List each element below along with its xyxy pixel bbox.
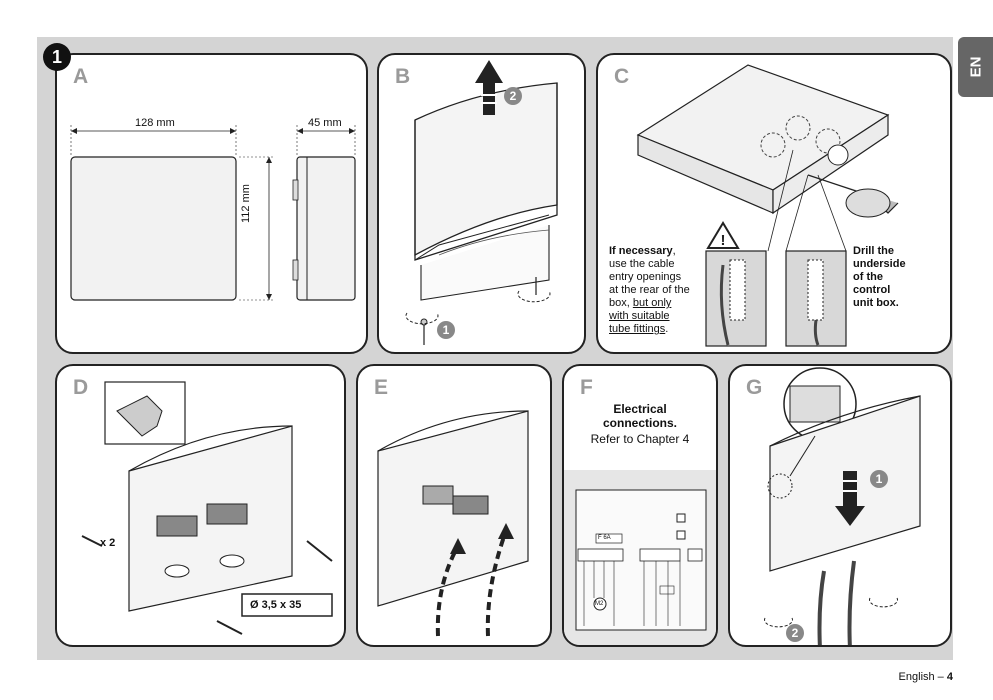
step-1-circle: 1 bbox=[870, 470, 888, 488]
quantity-label: x 2 bbox=[100, 537, 116, 549]
page-footer: English – 4 bbox=[899, 671, 953, 683]
panel-g: G 1 2 bbox=[728, 364, 952, 647]
footer-language: English – bbox=[898, 671, 944, 683]
panel-g-letter: G bbox=[746, 376, 763, 399]
wiring-diagram bbox=[564, 470, 716, 645]
drill-instruction: Drill the underside of the control unit … bbox=[853, 245, 906, 309]
cable-routing-illustration bbox=[377, 410, 529, 637]
wall-mounting-illustration bbox=[81, 381, 333, 635]
panel-b-letter: B bbox=[395, 65, 411, 88]
electrical-title-line1: Electrical bbox=[613, 402, 667, 416]
panel-d: D x 2 Ø 3,5 x 35 bbox=[55, 364, 346, 647]
svg-text:!: ! bbox=[721, 232, 726, 249]
screw-spec-label: Ø 3,5 x 35 bbox=[250, 599, 302, 611]
chapter-reference: Refer to Chapter 4 bbox=[590, 432, 690, 446]
height-dimension-label: 112 mm bbox=[240, 184, 252, 223]
drilling-illustration: ! bbox=[636, 64, 899, 347]
step-2-circle: 2 bbox=[504, 87, 522, 105]
cover-removal-illustration bbox=[405, 60, 558, 345]
panel-a: A 128 mm 45 mm 112 mm bbox=[55, 53, 368, 354]
panel-b: B 1 2 bbox=[377, 53, 586, 354]
panel-c: C ! If necessary, use the cable entry op… bbox=[596, 53, 952, 354]
language-tab: EN bbox=[958, 37, 993, 97]
fuse-label: F 6A bbox=[598, 535, 611, 541]
step-number-badge: 1 bbox=[43, 43, 71, 71]
cable-entry-note: If necessary, use the cable entry openin… bbox=[609, 245, 690, 335]
panel-e: E bbox=[356, 364, 552, 647]
panel-f: F Electrical connections. Refer to Chapt… bbox=[562, 364, 718, 647]
box-dimension-drawing bbox=[70, 125, 356, 301]
motor-label: M2 bbox=[595, 601, 604, 607]
panel-c-letter: C bbox=[614, 65, 630, 88]
panel-e-letter: E bbox=[374, 376, 389, 399]
panel-a-letter: A bbox=[73, 65, 89, 88]
step-2-circle: 2 bbox=[786, 624, 804, 642]
depth-dimension-label: 45 mm bbox=[308, 117, 342, 129]
width-dimension-label: 128 mm bbox=[135, 117, 175, 129]
page-number: 4 bbox=[946, 671, 953, 683]
panel-f-letter: F bbox=[580, 376, 593, 399]
cover-closing-illustration bbox=[764, 367, 921, 645]
step-1-circle: 1 bbox=[437, 321, 455, 339]
panel-d-letter: D bbox=[73, 376, 89, 399]
electrical-title-line2: connections. bbox=[602, 416, 677, 430]
